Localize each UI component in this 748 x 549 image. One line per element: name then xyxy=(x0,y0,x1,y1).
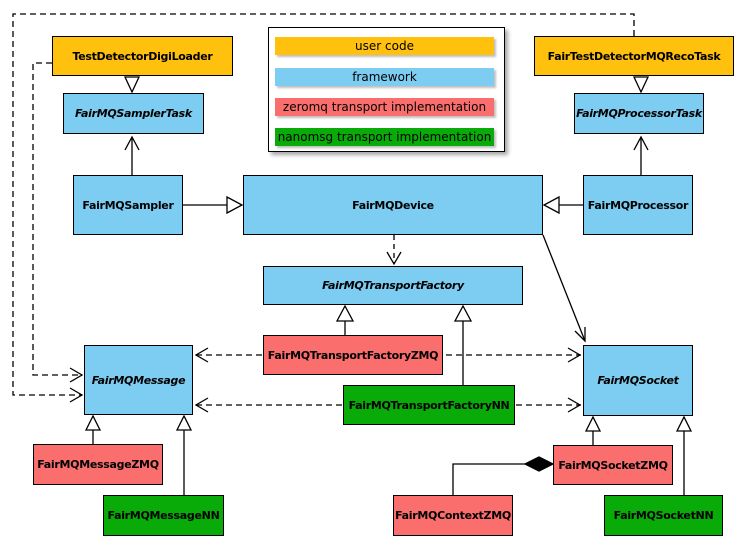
node-fairmq-transport-factory: FairMQTransportFactory xyxy=(263,266,523,305)
node-fairmq-context-zmq: FairMQContextZMQ xyxy=(393,495,513,536)
edge-testdetectordigiloader-fairmqmessage xyxy=(32,62,84,383)
edge-fairtestdetectormqrecotask-fairmqprocessortask xyxy=(632,76,650,94)
edge-fairmqsampler-fairmqsamplertask xyxy=(124,135,140,175)
edge-fairmqmessagenn-fairmqmessage xyxy=(175,414,193,495)
edge-fairmqsocketzmq-fairmqcontextzmq xyxy=(452,456,555,495)
node-fairmq-transport-factory-nn: FairMQTransportFactoryNN xyxy=(343,385,515,425)
node-fairmq-transport-factory-zmq: FairMQTransportFactoryZMQ xyxy=(263,335,443,375)
edge-fairtestdetectormqrecotask-fairmqmessage xyxy=(12,13,635,403)
legend-item-framework: framework xyxy=(275,68,494,86)
legend: user code framework zeromq transport imp… xyxy=(268,27,505,152)
edge-fairmqsampler-fairmqdevice xyxy=(183,195,244,215)
node-fairmq-sampler: FairMQSampler xyxy=(73,175,183,235)
node-fairmq-message-nn: FairMQMessageNN xyxy=(103,495,224,536)
legend-item-nanomsg: nanomsg transport implementation xyxy=(275,128,494,146)
node-fairmq-processor-task: FairMQProcessorTask xyxy=(574,93,704,134)
edge-fairmqmessagezmq-fairmqmessage xyxy=(84,414,102,444)
edge-fairmqtransportfactoryzmq-fairmqtransportfactory xyxy=(335,304,355,335)
node-fairmq-processor: FairMQProcessor xyxy=(583,175,693,235)
node-fairmq-message: FairMQMessage xyxy=(84,345,193,415)
edge-testdetectordigiloader-fairmqsamplertask xyxy=(123,76,141,94)
legend-item-zeromq: zeromq transport implementation xyxy=(275,98,494,116)
node-fairmq-sampler-task: FairMQSamplerTask xyxy=(63,93,204,134)
edge-fairmqsocketzmq-fairmqsocket xyxy=(584,415,602,445)
node-fairmq-message-zmq: FairMQMessageZMQ xyxy=(33,444,163,485)
edge-fairmqdevice-fairmqtransportfactory xyxy=(386,235,402,266)
edge-fairmqtransportfactorynn-fairmqtransportfactory xyxy=(453,304,473,385)
edge-fairmqdevice-fairmqsocket xyxy=(542,234,586,343)
node-fairmq-device: FairMQDevice xyxy=(243,175,543,235)
edge-fairmqprocessor-fairmqprocessortask xyxy=(633,135,649,175)
node-fair-test-detector-mq-reco-task: FairTestDetectorMQRecoTask xyxy=(534,36,734,76)
legend-item-user-code: user code xyxy=(275,37,494,55)
node-fairmq-socket-zmq: FairMQSocketZMQ xyxy=(553,445,673,485)
node-fairmq-socket: FairMQSocket xyxy=(583,345,693,416)
edge-fairmqsocketnn-fairmqsocket xyxy=(675,415,693,495)
node-fairmq-socket-nn: FairMQSocketNN xyxy=(604,495,723,536)
edge-fairmqprocessor-fairmqdevice xyxy=(542,195,583,215)
node-test-detector-digi-loader: TestDetectorDigiLoader xyxy=(52,36,233,76)
